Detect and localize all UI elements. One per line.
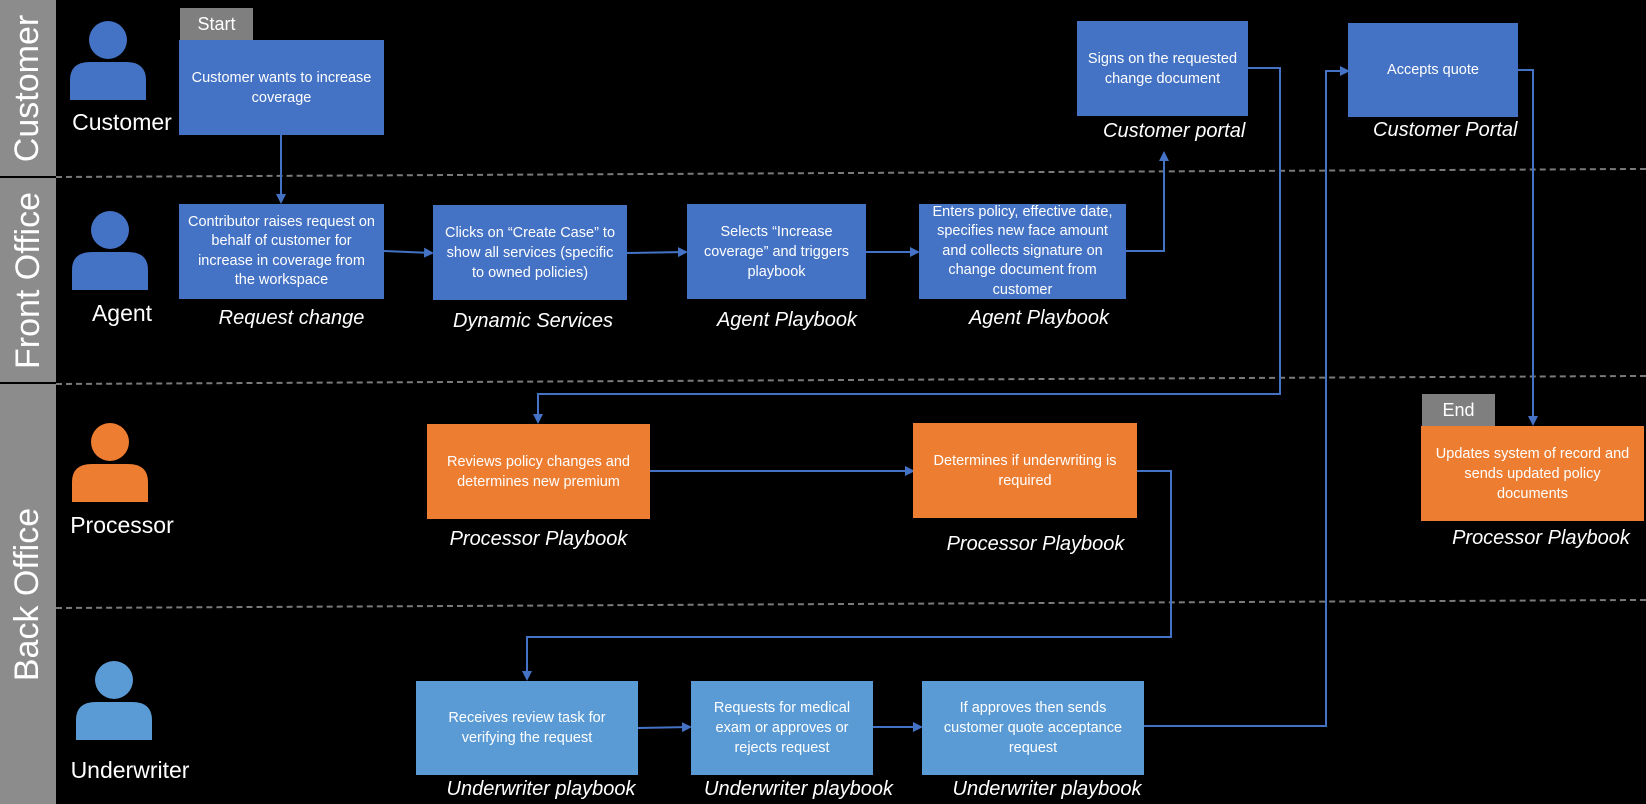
underwriter-person-icon bbox=[76, 661, 152, 740]
connector-if-approves-to-accepts bbox=[1144, 66, 1350, 727]
caption-dynamic-services: Dynamic Services bbox=[452, 310, 614, 332]
customer-person-icon bbox=[70, 21, 146, 100]
caption-processor-playbook-1: Processor Playbook bbox=[449, 528, 628, 550]
start-tag: Start bbox=[180, 8, 253, 40]
step-updates-system-of-record[interactable]: Updates system of record and sends updat… bbox=[1421, 426, 1644, 521]
lane-band-front-office bbox=[0, 178, 56, 382]
caption-agent-playbook-2: Agent Playbook bbox=[968, 307, 1110, 329]
connector-accepts-to-updates bbox=[1518, 69, 1538, 426]
actor-customer: Customer bbox=[72, 109, 172, 135]
caption-request-change: Request change bbox=[218, 307, 365, 329]
lane-band-back-office bbox=[0, 384, 56, 804]
step-selects-increase-coverage[interactable]: Selects “Increase coverage” and triggers… bbox=[687, 204, 866, 299]
caption-customer-portal-1: Customer portal bbox=[1103, 120, 1246, 142]
caption-underwriter-playbook-1: Underwriter playbook bbox=[446, 778, 636, 800]
actor-agent: Agent bbox=[91, 300, 153, 326]
connector-receives-to-requests bbox=[637, 722, 692, 733]
step-determines-underwriting[interactable]: Determines if underwriting is required bbox=[913, 423, 1137, 518]
step-contributor-raises-request[interactable]: Contributor raises request on behalf of … bbox=[179, 204, 384, 299]
step-signs-document[interactable]: Signs on the requested change document bbox=[1077, 21, 1248, 116]
step-clicks-create-case[interactable]: Clicks on “Create Case” to show all serv… bbox=[433, 205, 627, 300]
lane-band-customer bbox=[0, 0, 56, 176]
step-if-approves-sends-quote[interactable]: If approves then sends customer quote ac… bbox=[922, 681, 1144, 775]
step-receives-review-task[interactable]: Receives review task for verifying the r… bbox=[416, 681, 638, 775]
connector-raises-to-create-case bbox=[383, 247, 434, 258]
caption-agent-playbook-1: Agent Playbook bbox=[716, 309, 858, 331]
caption-customer-portal-2: Customer Portal bbox=[1373, 119, 1518, 141]
agent-person-icon bbox=[72, 211, 148, 290]
caption-underwriter-playbook-3: Underwriter playbook bbox=[952, 778, 1142, 800]
step-accepts-quote[interactable]: Accepts quote bbox=[1348, 23, 1518, 117]
connector-enters-to-signs bbox=[1126, 151, 1169, 252]
processor-person-icon bbox=[72, 423, 148, 502]
end-tag: End bbox=[1422, 394, 1495, 426]
step-customer-wants-increase[interactable]: Customer wants to increase coverage bbox=[179, 40, 384, 135]
actor-underwriter: Underwriter bbox=[70, 757, 190, 783]
connector-create-case-to-selects bbox=[626, 247, 688, 258]
connector-determines-to-receives bbox=[522, 470, 1172, 681]
connector-signs-to-reviews bbox=[533, 67, 1281, 424]
caption-underwriter-playbook-2: Underwriter playbook bbox=[704, 778, 893, 800]
actor-processor: Processor bbox=[70, 512, 174, 538]
caption-processor-playbook-2: Processor Playbook bbox=[946, 533, 1125, 555]
step-reviews-policy-changes[interactable]: Reviews policy changes and determines ne… bbox=[427, 424, 650, 519]
step-enters-policy-details[interactable]: Enters policy, effective date, specifies… bbox=[919, 204, 1126, 299]
caption-processor-playbook-3: Processor Playbook bbox=[1452, 527, 1630, 549]
step-requests-medical-exam[interactable]: Requests for medical exam or approves or… bbox=[691, 681, 873, 775]
